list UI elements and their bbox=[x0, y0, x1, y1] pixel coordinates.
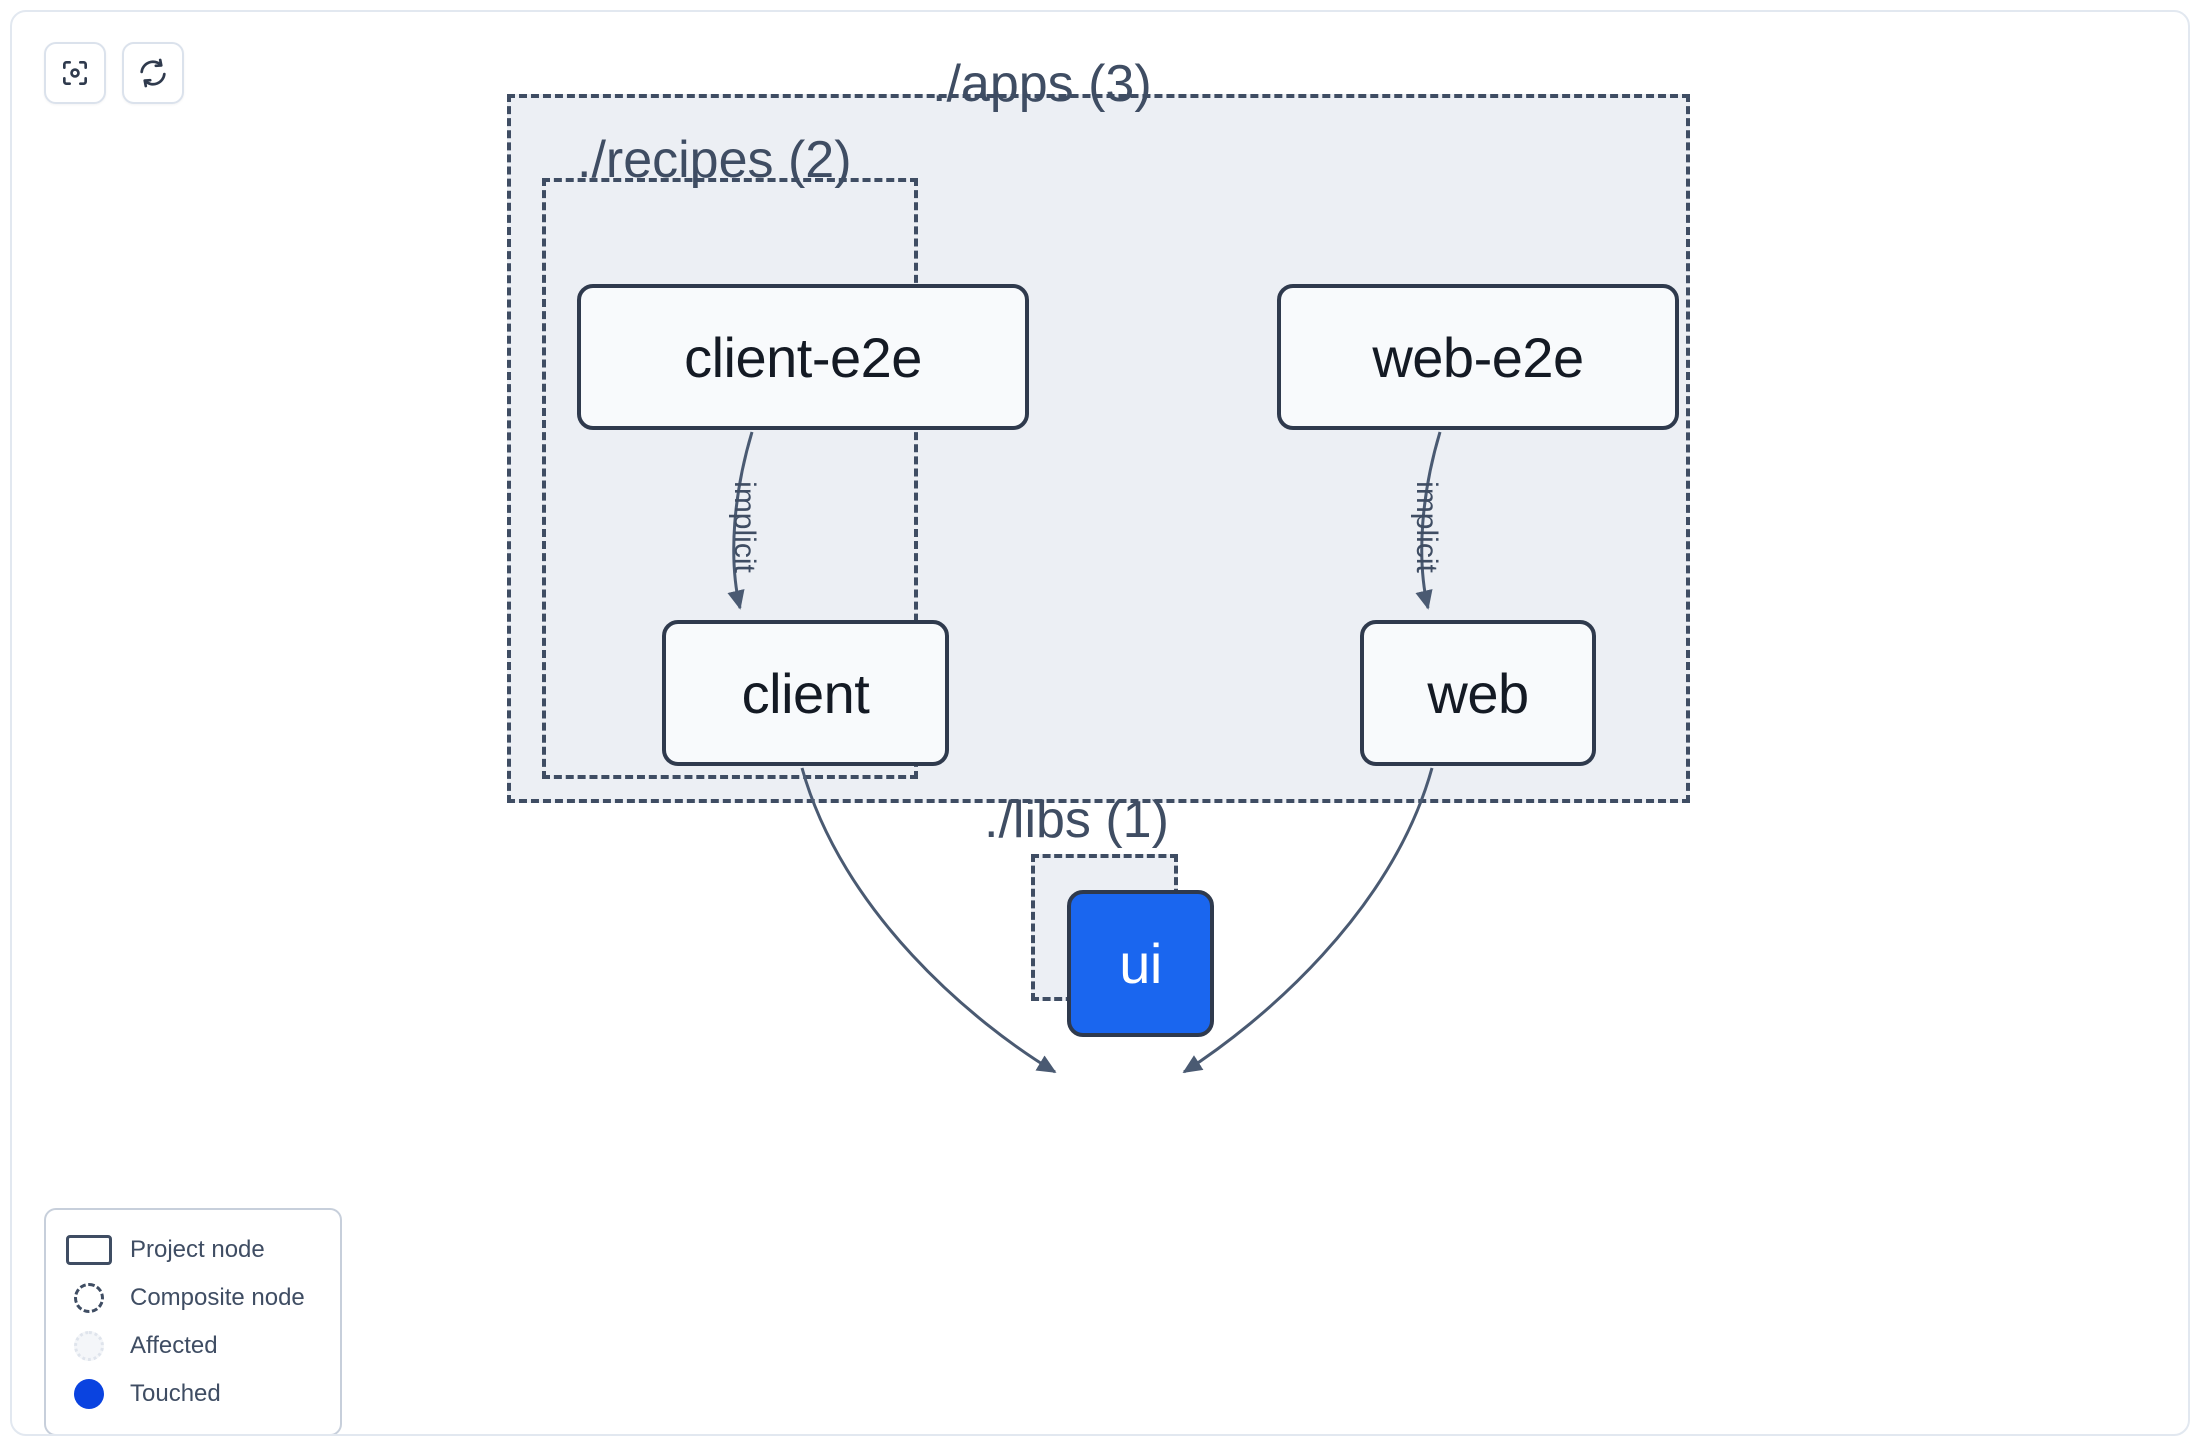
edge-web-to-ui bbox=[1182, 767, 1434, 1074]
composite-node-swatch bbox=[66, 1283, 112, 1313]
project-node-web-e2e[interactable]: web-e2e bbox=[1277, 284, 1679, 430]
refresh-graph-button[interactable] bbox=[122, 42, 184, 104]
legend-item-touched: Touched bbox=[66, 1370, 320, 1418]
legend-item-affected: Affected bbox=[66, 1322, 320, 1370]
legend-label-composite-node: Composite node bbox=[130, 1284, 305, 1311]
focus-target-icon bbox=[59, 57, 91, 89]
legend-item-composite-node: Composite node bbox=[66, 1274, 320, 1322]
focus-graph-button[interactable] bbox=[44, 42, 106, 104]
edge-label-web-e2e-web: implicit bbox=[1410, 481, 1443, 573]
project-node-client[interactable]: client bbox=[662, 620, 949, 766]
legend-label-touched: Touched bbox=[130, 1380, 221, 1407]
project-node-web[interactable]: web bbox=[1360, 620, 1596, 766]
graph-toolbar bbox=[44, 42, 184, 104]
affected-swatch bbox=[66, 1331, 112, 1361]
touched-swatch bbox=[66, 1379, 112, 1409]
project-node-client-e2e[interactable]: client-e2e bbox=[577, 284, 1029, 430]
composite-label-libs[interactable]: ./libs (1) bbox=[984, 791, 1169, 849]
legend-label-affected: Affected bbox=[130, 1332, 218, 1359]
legend-label-project-node: Project node bbox=[130, 1236, 265, 1263]
edge-label-client-e2e-client: implicit bbox=[728, 481, 761, 573]
project-node-swatch bbox=[66, 1235, 112, 1265]
refresh-icon bbox=[137, 57, 169, 89]
legend-item-project-node: Project node bbox=[66, 1226, 320, 1274]
composite-label-apps[interactable]: ./apps (3) bbox=[932, 55, 1152, 113]
graph-canvas[interactable]: ./apps (3) ./recipes (2) ./libs (1) bbox=[12, 12, 2188, 1434]
graph-legend: Project node Composite node Affected Tou… bbox=[44, 1208, 342, 1434]
graph-frame: ./apps (3) ./recipes (2) ./libs (1) bbox=[10, 10, 2190, 1436]
composite-label-recipes[interactable]: ./recipes (2) bbox=[577, 131, 852, 189]
project-node-ui[interactable]: ui bbox=[1067, 890, 1214, 1037]
